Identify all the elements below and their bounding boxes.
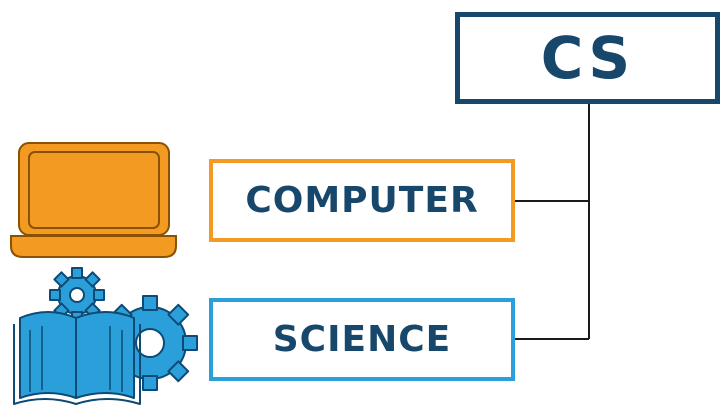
root-label: CS [540,24,635,92]
node-computer: COMPUTER [209,159,515,242]
node-science-label: SCIENCE [272,319,452,360]
node-science: SCIENCE [209,298,515,381]
node-computer-label: COMPUTER [245,180,479,221]
root-node-cs: CS [455,12,720,104]
